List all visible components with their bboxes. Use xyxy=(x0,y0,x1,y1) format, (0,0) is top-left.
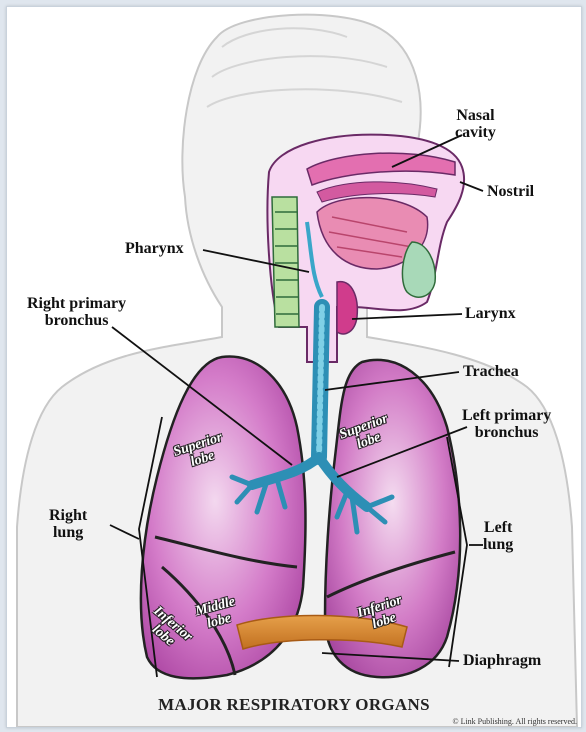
label-left-lung: Left lung xyxy=(483,519,513,553)
label-larynx: Larynx xyxy=(465,305,516,322)
label-left-primary-bronchus: Left primary bronchus xyxy=(462,407,551,441)
label-right-primary-bronchus: Right primary bronchus xyxy=(27,295,126,329)
label-right-lung: Right lung xyxy=(49,507,87,541)
label-nostril: Nostril xyxy=(487,183,534,200)
label-nasal-cavity: Nasal cavity xyxy=(455,107,496,141)
label-diaphragm: Diaphragm xyxy=(463,652,541,669)
label-trachea: Trachea xyxy=(463,363,519,380)
copyright-notice: © Link Publishing. All rights reserved. xyxy=(452,717,577,726)
diagram-frame: Nasal cavity Nostril Pharynx Right prima… xyxy=(6,6,582,728)
label-pharynx: Pharynx xyxy=(125,240,184,257)
diagram-caption: MAJOR RESPIRATORY ORGANS xyxy=(7,695,581,715)
